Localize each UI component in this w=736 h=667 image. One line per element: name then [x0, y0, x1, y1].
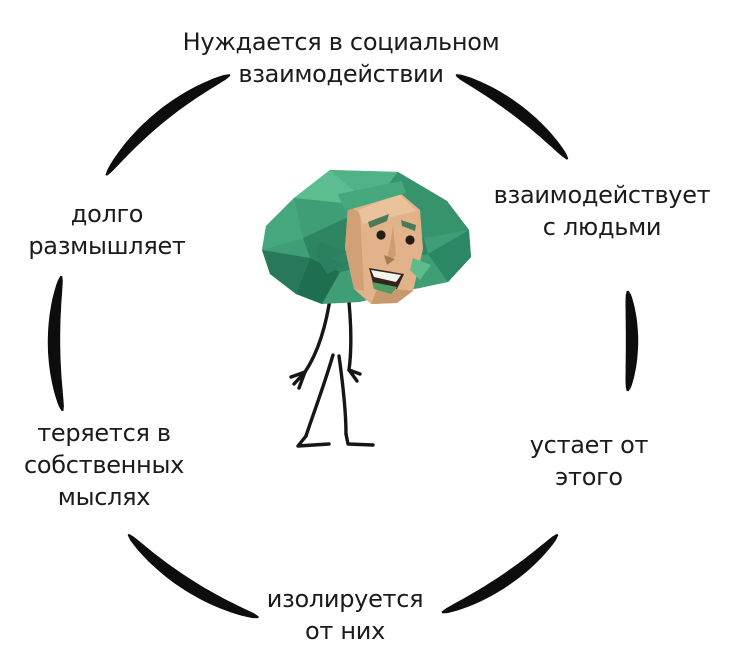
left-arm — [303, 290, 333, 374]
nostril — [384, 255, 395, 265]
hair-leaf — [410, 258, 431, 280]
label-interacts-with-people: взаимодействует с людьми — [493, 181, 711, 241]
label-isolates-from-them: изолируется от них — [266, 585, 424, 645]
right-arm — [346, 290, 353, 372]
ring-arc-segment — [105, 74, 231, 176]
lower-lip — [372, 282, 397, 294]
nose-shade — [387, 225, 396, 260]
left-hand-fingers — [289, 370, 307, 390]
ring-arc-segment — [441, 533, 559, 614]
cycle-ring — [47, 74, 639, 619]
left-foot — [296, 434, 331, 448]
ring-arc-segment — [625, 290, 639, 392]
teeth — [371, 270, 401, 282]
stick-body — [289, 290, 375, 448]
low-poly-head — [262, 170, 471, 304]
hair-fringe — [338, 181, 406, 211]
hair-facet — [262, 198, 303, 250]
left-eyebrow — [368, 214, 389, 228]
ring-arc-segment — [127, 533, 259, 619]
hair-facet — [262, 250, 310, 294]
right-foot — [344, 432, 375, 447]
ring-arc-segment — [455, 74, 569, 160]
right-eyebrow — [401, 220, 416, 231]
sideburn — [316, 241, 349, 274]
label-lost-in-own-thoughts: теряется в собственных мыслях — [23, 419, 185, 511]
forehead-highlight — [358, 194, 416, 224]
left-leg — [304, 353, 335, 438]
label-ponders-long: долго размышляет — [28, 200, 186, 260]
left-eye — [376, 230, 386, 240]
chin-shade — [371, 287, 413, 304]
right-hand-fingers — [347, 368, 362, 383]
hair-facet — [330, 170, 398, 206]
label-needs-social-interaction: Нуждается в социальном взаимодействии — [182, 28, 500, 88]
ring-arc-segment — [47, 275, 64, 412]
label-gets-tired-of-it: устает от этого — [529, 431, 649, 491]
hair-facet — [428, 230, 471, 282]
face-shade — [345, 206, 364, 291]
right-eye — [405, 235, 415, 245]
right-leg — [337, 354, 348, 436]
